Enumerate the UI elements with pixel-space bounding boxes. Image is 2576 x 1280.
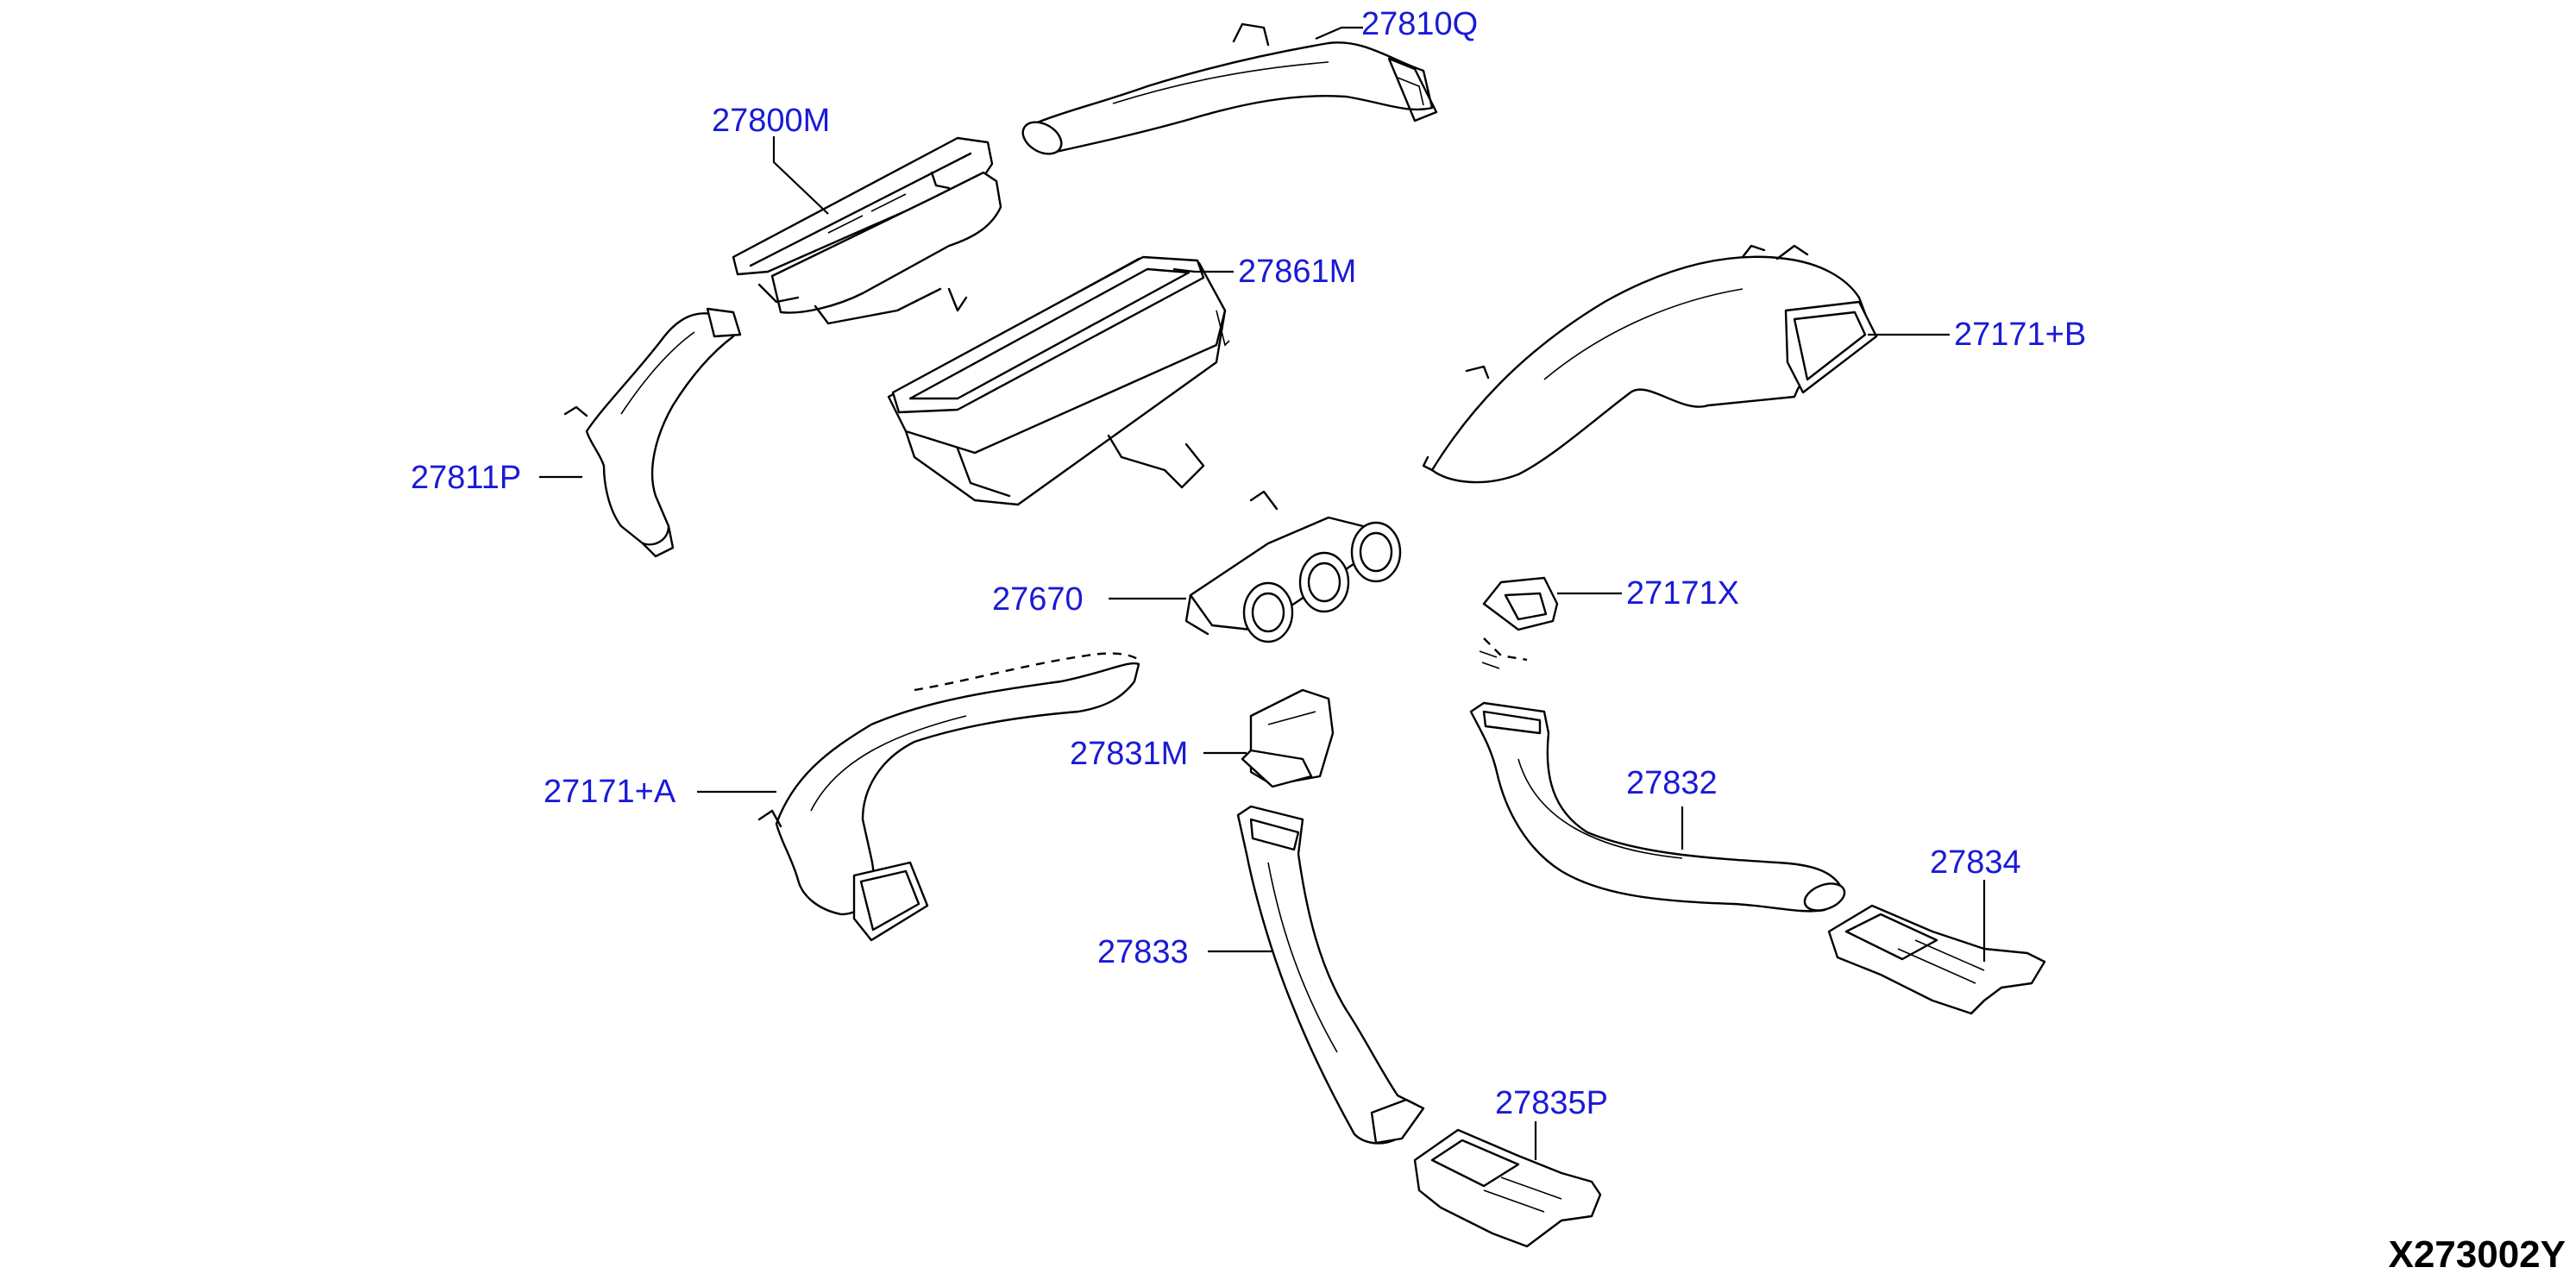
label-27171A[interactable]: 27171+A — [543, 774, 676, 810]
label-27831M[interactable]: 27831M — [1070, 736, 1188, 772]
label-27810Q[interactable]: 27810Q — [1361, 6, 1478, 42]
housing-27861M — [887, 255, 1230, 506]
elbow-27171X — [1479, 576, 1559, 669]
duct-27171B — [1422, 244, 1878, 484]
label-27833[interactable]: 27833 — [1097, 934, 1189, 970]
label-27834[interactable]: 27834 — [1930, 844, 2021, 881]
leader-27800M — [772, 136, 829, 215]
leader-27861M — [1172, 267, 1234, 273]
duct-27811P — [563, 307, 742, 558]
duct-27833 — [1236, 805, 1425, 1145]
distributor-27670 — [1184, 490, 1402, 643]
duct-27810Q — [1021, 22, 1438, 155]
label-27171X[interactable]: 27171X — [1626, 575, 1739, 612]
label-27861M[interactable]: 27861M — [1238, 254, 1356, 290]
duct-27800M — [732, 136, 1002, 325]
label-27832[interactable]: 27832 — [1626, 765, 1718, 801]
diagram-reference-code: X273002Y — [2388, 1233, 2566, 1276]
label-27811P[interactable]: 27811P — [411, 460, 521, 496]
callout-labels: 27810Q 27800M 27861M 27171+B 27811P 2767… — [411, 6, 2086, 1121]
duct-27171A — [757, 652, 1140, 942]
outlet-27834 — [1827, 904, 2046, 1015]
outlet-27835P — [1413, 1128, 1602, 1248]
label-27800M[interactable]: 27800M — [712, 103, 830, 139]
label-27171B[interactable]: 27171+B — [1954, 317, 2086, 353]
label-27835P[interactable]: 27835P — [1495, 1085, 1608, 1121]
leader-27810Q — [1315, 26, 1363, 41]
label-27670[interactable]: 27670 — [992, 581, 1084, 618]
elbow-27831M — [1241, 688, 1335, 788]
leader-lines — [539, 26, 1986, 1160]
duct-27832 — [1469, 701, 1846, 913]
